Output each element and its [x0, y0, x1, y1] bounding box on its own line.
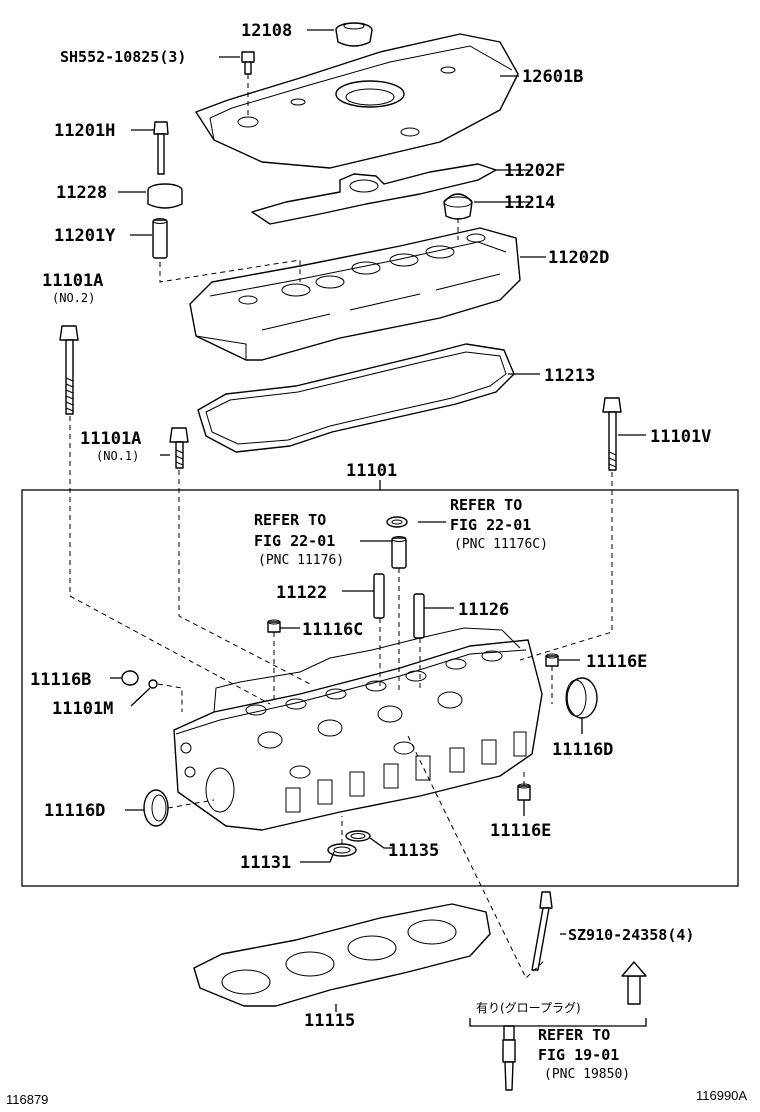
sublabel-no1: (NO.1): [96, 449, 139, 463]
label-11116c: 11116C: [302, 620, 363, 640]
sleeve-11201y[interactable]: [152, 218, 168, 259]
grommet-11214[interactable]: [443, 193, 473, 220]
refer-right[interactable]: REFER TO FIG 22-01 (PNC 11176C): [450, 496, 548, 552]
leader-lines: [69, 29, 647, 1027]
glow-plug-19850: [502, 1025, 516, 1091]
refer-bottom[interactable]: REFER TO FIG 19-01 (PNC 19850): [538, 1026, 630, 1082]
ball-11101m[interactable]: [148, 679, 158, 689]
svg-text:(PNC 11176): (PNC 11176): [258, 553, 344, 568]
oil-filler-cap-12108[interactable]: [335, 22, 373, 47]
label-sz910-24358: SZ910-24358(4): [568, 926, 694, 944]
cylinder-head-cover-11202d[interactable]: [189, 227, 521, 361]
footer-left-id: 116879: [6, 1092, 48, 1107]
label-11214: 11214: [504, 193, 555, 213]
head-gasket-11115[interactable]: [193, 903, 491, 1007]
sleeve-11176: [391, 536, 407, 569]
label-11135: 11135: [388, 841, 439, 861]
plug-11116e-top[interactable]: [545, 653, 559, 667]
label-sh552-10825: SH552-10825(3): [60, 48, 186, 66]
label-11116e-bottom: 11116E: [490, 821, 551, 841]
plug-11116d-right[interactable]: [565, 677, 598, 719]
callout-labels: 12108 SH552-10825(3) 12601B 11201H 11202…: [30, 21, 711, 1031]
svg-text:FIG 22-01: FIG 22-01: [450, 516, 531, 534]
label-11101a-no2: 11101A: [42, 271, 103, 291]
label-11101m: 11101M: [52, 699, 113, 719]
bolt-11101v[interactable]: [602, 397, 622, 471]
guide-11126[interactable]: [413, 593, 425, 639]
svg-text:REFER TO: REFER TO: [450, 496, 522, 514]
svg-text:(PNC 11176C): (PNC 11176C): [454, 537, 548, 552]
label-11116d-left: 11116D: [44, 801, 105, 821]
label-11201h: 11201H: [54, 121, 115, 141]
svg-text:FIG 19-01: FIG 19-01: [538, 1046, 619, 1064]
label-11131: 11131: [240, 853, 291, 873]
cylinder-head-block[interactable]: [173, 627, 543, 831]
svg-text:REFER TO: REFER TO: [254, 511, 326, 529]
label-11202f: 11202F: [504, 161, 565, 181]
label-12601b: 12601B: [522, 67, 583, 87]
label-11101v: 11101V: [650, 427, 711, 447]
glow-plug-note: 有り(グロープラグ): [476, 1001, 581, 1015]
seal-ring-11176c: [386, 516, 408, 528]
plug-11116c[interactable]: [267, 619, 281, 633]
label-11116e-top: 11116E: [586, 652, 647, 672]
svg-text:(PNC 19850): (PNC 19850): [544, 1067, 630, 1082]
label-11115: 11115: [304, 1011, 355, 1031]
sublabel-no2: (NO.2): [52, 291, 95, 305]
bolt-11101a-no2[interactable]: [59, 325, 79, 415]
gasket-11202f[interactable]: [251, 163, 497, 225]
bolt-sh552-10825[interactable]: [241, 51, 255, 75]
label-11101a-no1: 11101A: [80, 429, 141, 449]
label-11126: 11126: [458, 600, 509, 620]
gasket-11213[interactable]: [197, 343, 515, 453]
bolt-11101a-no1[interactable]: [169, 427, 189, 469]
refer-left[interactable]: REFER TO FIG 22-01 (PNC 11176): [254, 511, 344, 568]
engine-cover-12601b[interactable]: [195, 33, 519, 169]
grommet-11228[interactable]: [147, 183, 183, 209]
label-11213: 11213: [544, 366, 595, 386]
seal-11135[interactable]: [345, 830, 371, 842]
label-11101: 11101: [346, 461, 397, 481]
label-12108: 12108: [241, 21, 292, 41]
svg-text:REFER TO: REFER TO: [538, 1026, 610, 1044]
up-arrow-icon: [621, 961, 647, 1005]
label-11116d-right: 11116D: [552, 740, 613, 760]
plug-11116e-bottom[interactable]: [517, 783, 531, 801]
label-11228: 11228: [56, 183, 107, 203]
label-11116b: 11116B: [30, 670, 91, 690]
seal-11116d-left[interactable]: [143, 789, 169, 827]
guide-11122[interactable]: [373, 573, 385, 619]
svg-text:FIG 22-01: FIG 22-01: [254, 532, 335, 550]
label-11202d: 11202D: [548, 248, 609, 268]
bolt-11201h[interactable]: [153, 121, 169, 175]
label-11201y: 11201Y: [54, 226, 116, 246]
seal-11131[interactable]: [327, 843, 357, 857]
glow-plug-sz910[interactable]: [531, 891, 553, 971]
label-11122: 11122: [276, 583, 327, 603]
footer-right-id: 116990A: [696, 1088, 747, 1103]
plug-11116b[interactable]: [121, 670, 139, 686]
